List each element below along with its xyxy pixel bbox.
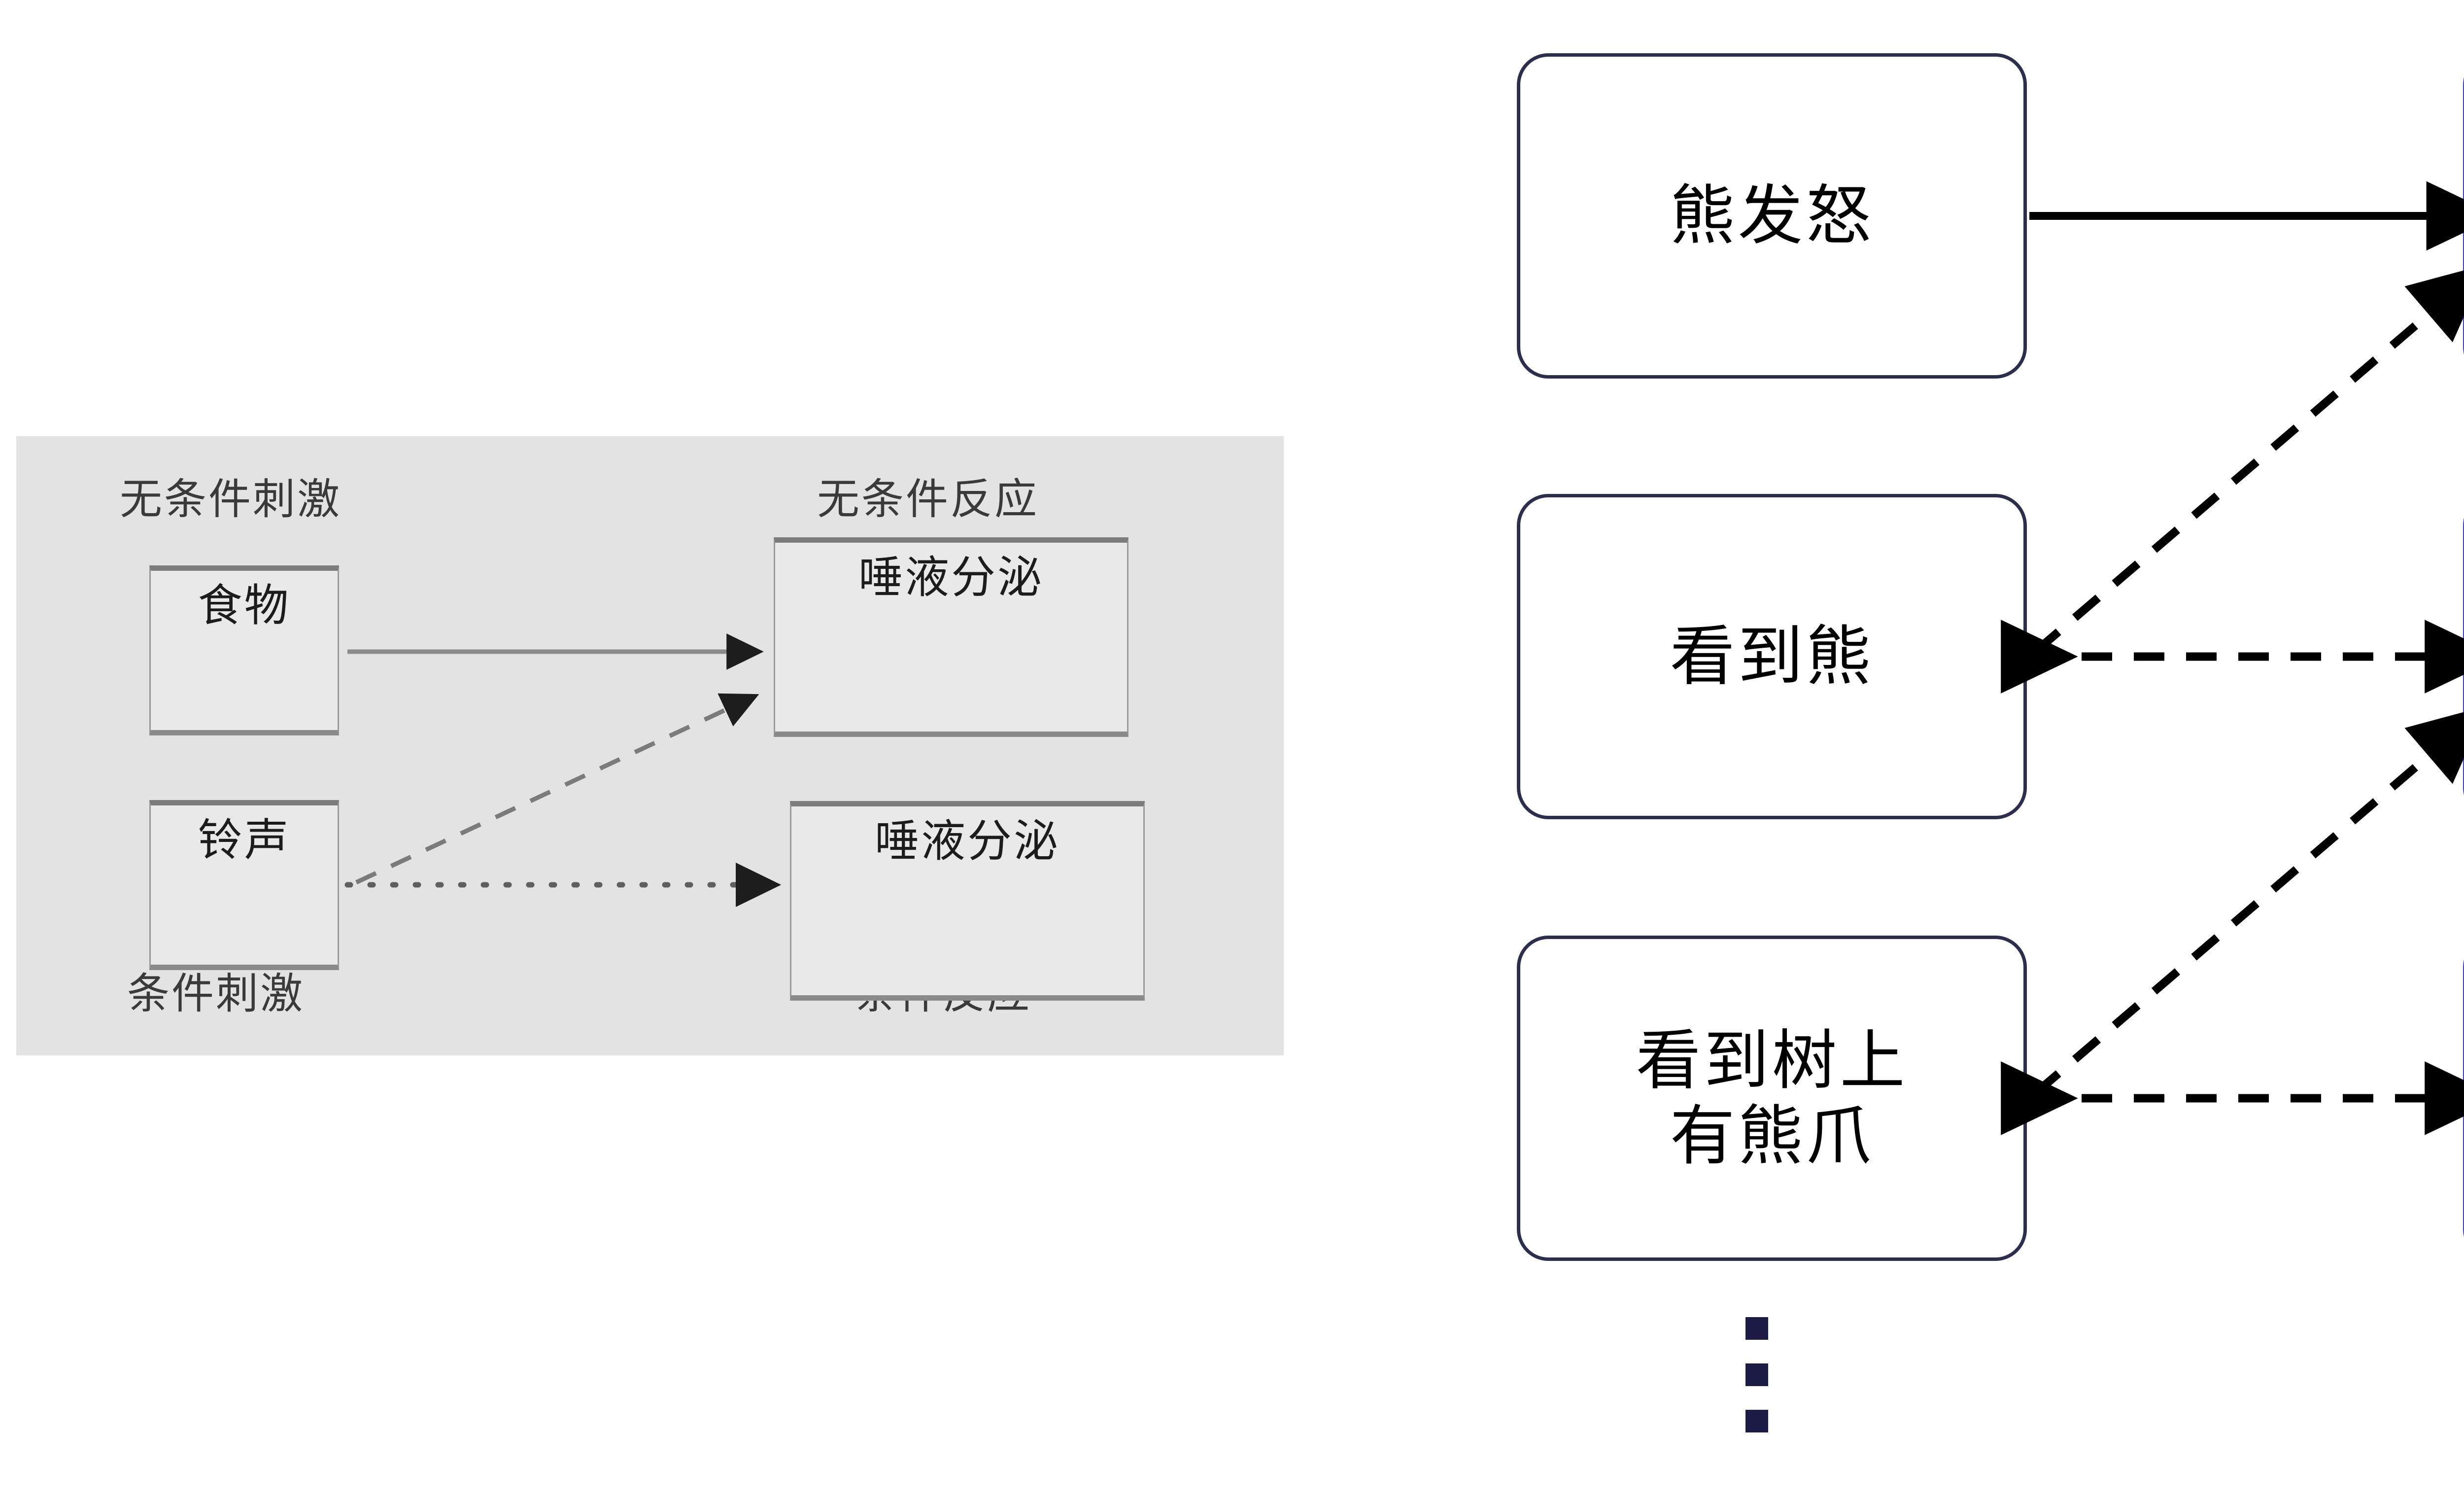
edge-seebear-to-reward <box>2032 264 2464 655</box>
caption-conditioned-stimulus: 条件刺激 <box>127 970 305 1017</box>
cc-box-food: 食物 <box>149 565 339 735</box>
caption-unconditioned-response: 无条件反应 <box>817 476 1039 523</box>
cc-box-salivation-bottom-label: 唾液分泌 <box>875 817 1060 866</box>
classical-conditioning-panel: 无条件刺激 无条件反应 条件刺激 条件反应 食物 铃声 唾液分泌 唾液分泌 <box>16 436 1284 1055</box>
cc-box-food-label: 食物 <box>198 581 291 630</box>
node-bear-angry[interactable]: 熊发怒 <box>1517 53 2027 379</box>
ellipsis-left-column <box>1745 1317 1768 1432</box>
cc-box-salivation-top-label: 唾液分泌 <box>858 553 1044 602</box>
ellipsis-dot <box>1745 1410 1768 1432</box>
caption-unconditioned-stimulus: 无条件刺激 <box>120 476 342 523</box>
ellipsis-dot <box>1745 1363 1768 1386</box>
ellipsis-dot <box>1745 1317 1768 1340</box>
cc-edges-layer <box>344 633 782 907</box>
cc-box-bell-label: 铃声 <box>198 816 291 865</box>
node-see-bear-label: 看到熊 <box>1670 620 1874 693</box>
node-bear-angry-label: 熊发怒 <box>1670 179 1874 252</box>
cc-box-salivation-bottom: 唾液分泌 <box>790 801 1145 1001</box>
node-see-bear-claw-on-tree-label: 看到树上 有熊爪 <box>1636 1024 1908 1172</box>
cc-box-salivation-top: 唾液分泌 <box>774 537 1129 737</box>
cc-box-bell: 铃声 <box>149 800 339 970</box>
cc-edge-bell-to-salivation-diagonal <box>355 693 759 885</box>
node-see-bear[interactable]: 看到熊 <box>1517 494 2027 819</box>
edge-claw-to-value-next-state <box>2032 705 2464 1097</box>
node-see-bear-claw-on-tree[interactable]: 看到树上 有熊爪 <box>1517 936 2027 1261</box>
